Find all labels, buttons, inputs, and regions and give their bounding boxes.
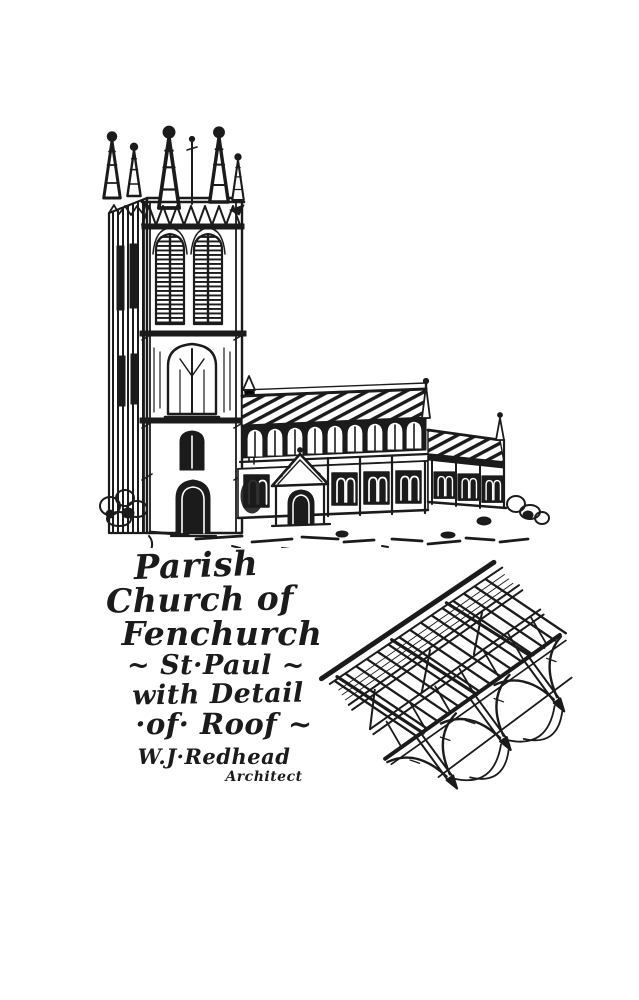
church-nave (236, 377, 431, 520)
church-tower (102, 124, 256, 538)
caption-line-fenchurch: Fenchurch (121, 614, 323, 653)
church-chancel (426, 412, 508, 510)
architect-signature: W.J·Redhead (137, 744, 291, 769)
church-porch (270, 447, 332, 528)
caption-line-of-roof: ·of· Roof ~ (135, 707, 313, 741)
roof-truss-group (318, 559, 573, 790)
architect-title: Architect (225, 769, 303, 785)
title-block: Parish Church of Fenchurch ~ St·Paul ~ w… (106, 544, 352, 785)
caption-line-st-paul: ~ St·Paul ~ (127, 650, 305, 681)
church-exterior-drawing (99, 124, 550, 548)
roof-detail-drawing (318, 559, 573, 790)
ground-and-shrubs (99, 489, 550, 548)
